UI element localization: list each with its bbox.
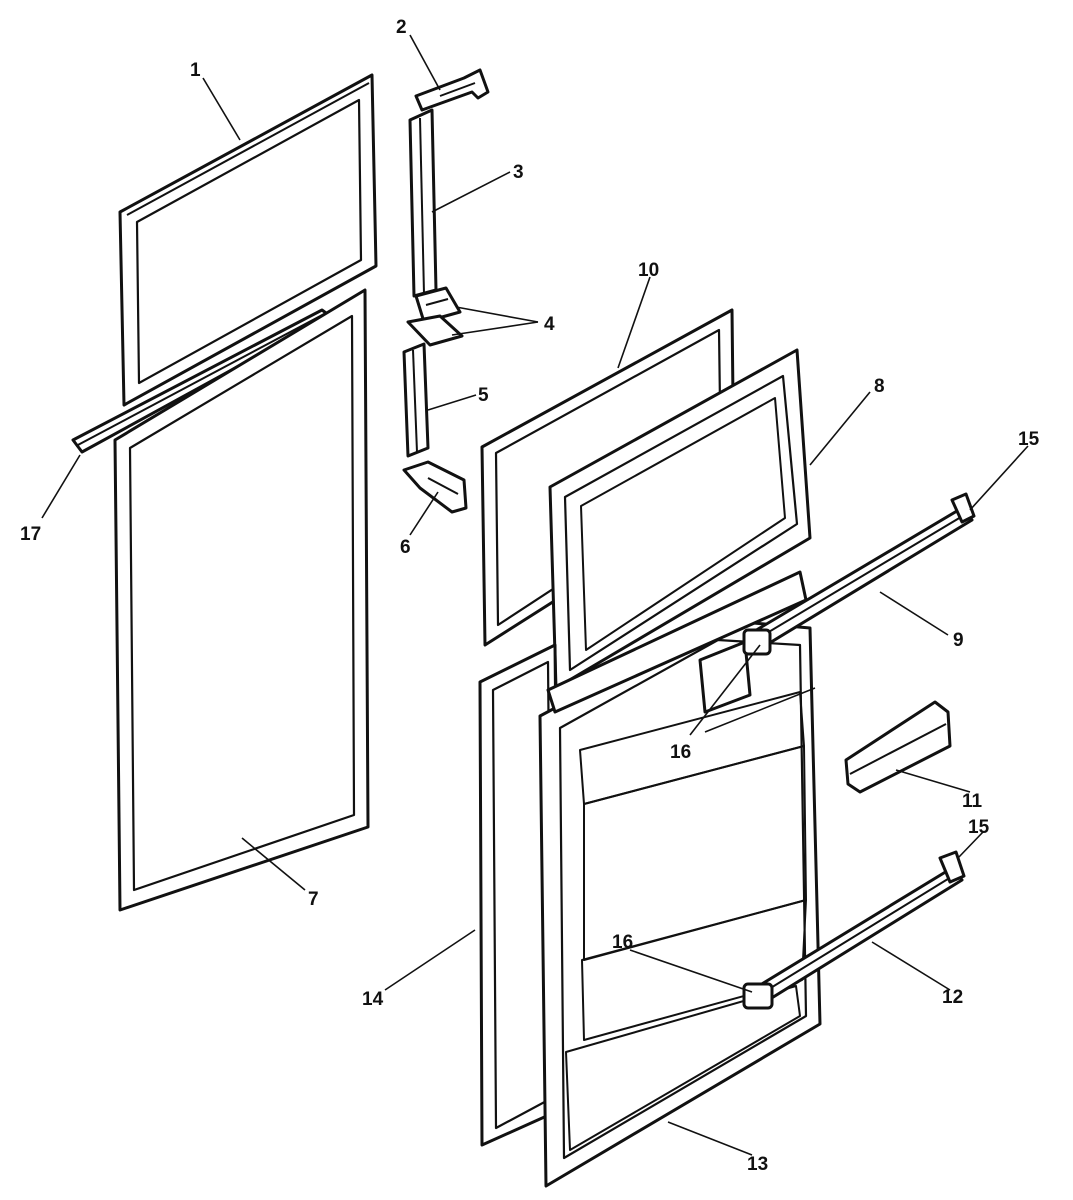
part-6-bottom-hinge bbox=[402, 460, 468, 514]
label-12: 12 bbox=[942, 987, 963, 1008]
part-15-end-cap-lower bbox=[938, 850, 966, 884]
label-2: 2 bbox=[396, 17, 407, 38]
part-1-freezer-gasket bbox=[118, 73, 378, 407]
label-14: 14 bbox=[362, 989, 384, 1010]
part-12-lower-rail bbox=[742, 850, 966, 1010]
label-8: 8 bbox=[874, 376, 885, 397]
label-7: 7 bbox=[308, 889, 319, 910]
label-13: 13 bbox=[747, 1154, 768, 1175]
label-16-lower: 16 bbox=[612, 932, 633, 953]
part-9-upper-rail bbox=[742, 492, 976, 656]
label-10: 10 bbox=[638, 260, 659, 281]
part-8-freezer-door bbox=[548, 348, 812, 690]
part-7-fresh-food-gasket bbox=[113, 288, 370, 912]
part-2-top-hinge bbox=[414, 68, 490, 112]
part-11-shelf-rail bbox=[844, 700, 952, 794]
part-5-lower-channel bbox=[402, 342, 430, 458]
part-16-end-cap-lower bbox=[742, 982, 774, 1010]
label-17: 17 bbox=[20, 524, 41, 545]
part-16-end-cap-upper bbox=[742, 628, 772, 656]
part-4-center-hinge bbox=[406, 286, 464, 347]
label-9: 9 bbox=[953, 630, 964, 651]
label-3: 3 bbox=[513, 162, 524, 183]
part-3-channel bbox=[408, 108, 438, 298]
label-6: 6 bbox=[400, 537, 411, 558]
part-13-fresh-food-door bbox=[538, 570, 822, 1188]
label-16-upper: 16 bbox=[670, 742, 691, 763]
part-15-end-cap-upper bbox=[950, 492, 976, 524]
part-labels: 1 2 3 4 5 6 7 8 9 10 11 12 13 14 15 15 1… bbox=[20, 17, 1040, 1175]
label-15-lower: 15 bbox=[968, 817, 990, 838]
label-1: 1 bbox=[190, 60, 201, 81]
leader-lines bbox=[41, 34, 1029, 1156]
label-11: 11 bbox=[962, 791, 983, 812]
label-5: 5 bbox=[478, 385, 489, 406]
label-15-upper: 15 bbox=[1018, 429, 1040, 450]
label-4: 4 bbox=[544, 314, 555, 335]
